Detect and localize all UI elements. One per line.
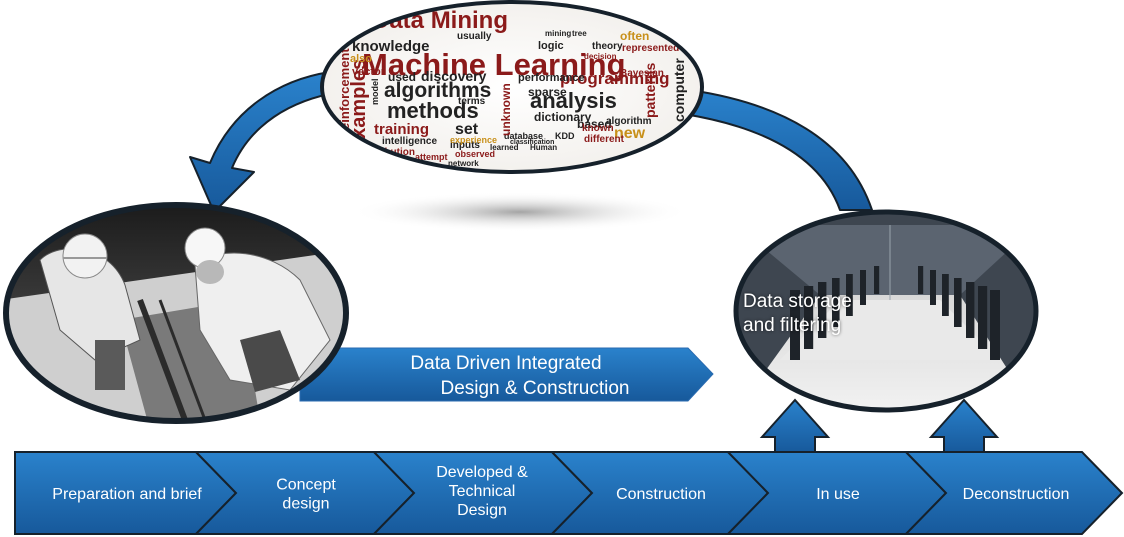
word-cloud-term: decision bbox=[584, 52, 617, 61]
word-cloud-term: theory bbox=[592, 41, 623, 52]
up-arrow-in-use bbox=[759, 398, 831, 454]
word-cloud-term: network bbox=[448, 159, 479, 168]
word-cloud-term: learned bbox=[490, 143, 519, 152]
word-cloud-term: also bbox=[350, 53, 372, 65]
word-cloud-term: sparse bbox=[528, 85, 567, 99]
word-cloud-term: observed bbox=[455, 149, 495, 159]
word-cloud-term: vector bbox=[352, 66, 386, 78]
feedback-arrow-left bbox=[189, 71, 341, 213]
word-cloud-term: dictionary bbox=[534, 110, 592, 124]
step-label-4-line-0: In use bbox=[816, 486, 860, 503]
step-label-2-line-0: Developed & bbox=[436, 464, 528, 481]
data-storage-line-2: and filtering bbox=[743, 315, 842, 336]
word-cloud-term: algorithm bbox=[606, 116, 652, 127]
word-cloud-term: training bbox=[374, 121, 429, 138]
server-rack-left bbox=[818, 282, 827, 338]
word-cloud-term: reinforcement bbox=[337, 48, 352, 135]
server-rack-left bbox=[846, 274, 853, 316]
server-rack-right bbox=[918, 266, 924, 294]
chevron-deconstruction bbox=[903, 451, 1124, 535]
word-cloud-term: represented bbox=[622, 43, 679, 54]
word-cloud-term: algorithms bbox=[384, 79, 491, 102]
word-cloud-term: tree bbox=[572, 29, 587, 38]
integrated-banner bbox=[299, 347, 714, 402]
word-cloud-term: knowledge bbox=[352, 38, 430, 55]
word-cloud-term: analysis bbox=[530, 88, 617, 113]
word-cloud-term: programming bbox=[560, 69, 670, 88]
word-cloud-term: terms bbox=[458, 96, 486, 107]
step-label-5-line-0: Deconstruction bbox=[963, 486, 1070, 503]
word-cloud-term: attempt bbox=[415, 152, 448, 162]
word-cloud-term: performance bbox=[518, 72, 585, 84]
word-cloud-term: experience bbox=[450, 135, 497, 145]
banner-line-2: Design & Construction bbox=[440, 378, 629, 399]
word-cloud-term: Machine Learning bbox=[362, 47, 626, 82]
word-cloud-term: Human bbox=[530, 143, 557, 152]
process-step-labels: Preparation and brief Concept design Develo… bbox=[52, 464, 1069, 519]
word-cloud-term: different bbox=[584, 134, 625, 145]
step-label-2-line-2: Design bbox=[457, 502, 507, 519]
banner-line-1: Data Driven Integrated bbox=[410, 353, 601, 374]
data-storage-label: Data storage and filtering bbox=[743, 290, 852, 338]
word-cloud-term: classification bbox=[510, 139, 554, 146]
server-rack-right bbox=[954, 278, 962, 327]
server-rack-left bbox=[790, 290, 800, 360]
word-cloud-term: logic bbox=[538, 40, 564, 52]
server-rack-right bbox=[942, 274, 949, 316]
word-cloud-term: new bbox=[614, 125, 646, 142]
word-cloud-term: often bbox=[620, 29, 649, 43]
word-cloud-term: usually bbox=[457, 31, 492, 42]
step-label-3-line-0: Construction bbox=[616, 486, 706, 503]
word-cloud-term: patterns bbox=[642, 63, 658, 118]
server-rack-left bbox=[860, 270, 866, 305]
server-rack-right bbox=[930, 270, 936, 305]
word-cloud-term: database bbox=[504, 131, 543, 141]
word-cloud-term: intelligence bbox=[382, 136, 437, 147]
construction-workers-photo bbox=[3, 202, 349, 424]
step-label-1-line-0: Concept bbox=[276, 477, 336, 494]
word-cloud-term: discovery bbox=[421, 68, 487, 84]
word-cloud-term: unknown bbox=[499, 83, 513, 136]
word-cloud-term: computer bbox=[671, 58, 687, 122]
up-arrow-deconstruction bbox=[928, 398, 1000, 454]
server-rack-left bbox=[874, 266, 880, 294]
word-cloud-term: set bbox=[455, 121, 479, 138]
word-cloud-term: used bbox=[388, 70, 416, 84]
server-rack-right bbox=[966, 282, 975, 338]
word-cloud-term: mining bbox=[545, 29, 571, 38]
data-center-photo bbox=[733, 209, 1039, 413]
word-cloud-term: based bbox=[577, 117, 612, 131]
data-storage-line-1: Data storage bbox=[743, 291, 852, 312]
server-rack-right bbox=[990, 290, 1000, 360]
cloud-shadow bbox=[350, 192, 690, 232]
word-cloud-term: examples bbox=[348, 59, 370, 150]
word-cloud-term: model bbox=[370, 78, 380, 105]
word-cloud-term: inputs bbox=[450, 140, 480, 151]
word-cloud-term: KDD bbox=[555, 131, 575, 141]
step-label-1-line-1: design bbox=[282, 496, 329, 513]
step-label-0-line-0: Preparation and brief bbox=[52, 486, 202, 503]
word-cloud-term: Bayesian bbox=[620, 68, 664, 79]
word-cloud-term: known bbox=[582, 123, 614, 134]
step-label-2-line-1: Technical bbox=[449, 483, 516, 500]
process-chevrons bbox=[14, 451, 1124, 535]
word-cloud-term: methods bbox=[387, 98, 479, 123]
feedback-arrow-right bbox=[683, 89, 873, 211]
server-rack-left bbox=[804, 286, 814, 349]
server-rack-left bbox=[832, 278, 840, 327]
server-rack-right bbox=[978, 286, 988, 349]
